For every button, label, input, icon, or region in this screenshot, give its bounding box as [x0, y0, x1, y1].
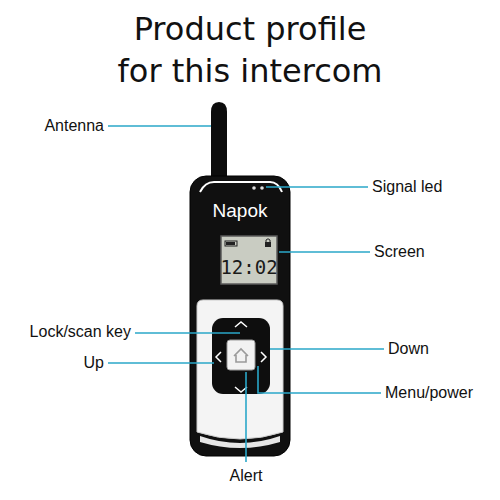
- leader-line: [270, 348, 384, 350]
- clock-digits: 12:02: [220, 257, 277, 279]
- keypad: [212, 318, 270, 394]
- part-label: Down: [388, 340, 429, 358]
- part-label: Signal led: [372, 178, 442, 196]
- part-label: Up: [84, 354, 104, 372]
- leader-line: [245, 372, 247, 462]
- leader-line: [279, 251, 370, 253]
- chevron: [261, 352, 266, 362]
- lock-icon: [265, 242, 271, 247]
- leader-line: [108, 362, 214, 364]
- house-icon: [234, 349, 248, 362]
- leader-line: [135, 332, 240, 334]
- led-dot: [252, 186, 256, 190]
- leader-line: [258, 366, 381, 393]
- lcd-screen: [221, 236, 277, 284]
- battery-icon: [225, 241, 237, 246]
- chevron: [235, 322, 247, 327]
- part-label: Menu/power: [385, 384, 473, 402]
- led-dot: [260, 186, 264, 190]
- body-shape: [190, 176, 290, 456]
- antenna-shape: [211, 102, 227, 185]
- battery-fill: [226, 242, 235, 245]
- part-label: Antenna: [44, 117, 104, 135]
- part-label: Alert: [230, 467, 263, 485]
- bottom-strip: [200, 436, 280, 448]
- title: Product profile for this intercom: [110, 8, 390, 92]
- chevron: [216, 352, 221, 362]
- lock-shackle: [266, 239, 270, 242]
- leader-line: [108, 125, 211, 127]
- part-label: Lock/scan key: [30, 323, 131, 341]
- lower-panel: [197, 300, 283, 439]
- leader-line: [266, 186, 368, 188]
- part-label: Screen: [374, 243, 425, 261]
- center-button: [227, 340, 255, 370]
- brand-text: Napok: [213, 200, 268, 222]
